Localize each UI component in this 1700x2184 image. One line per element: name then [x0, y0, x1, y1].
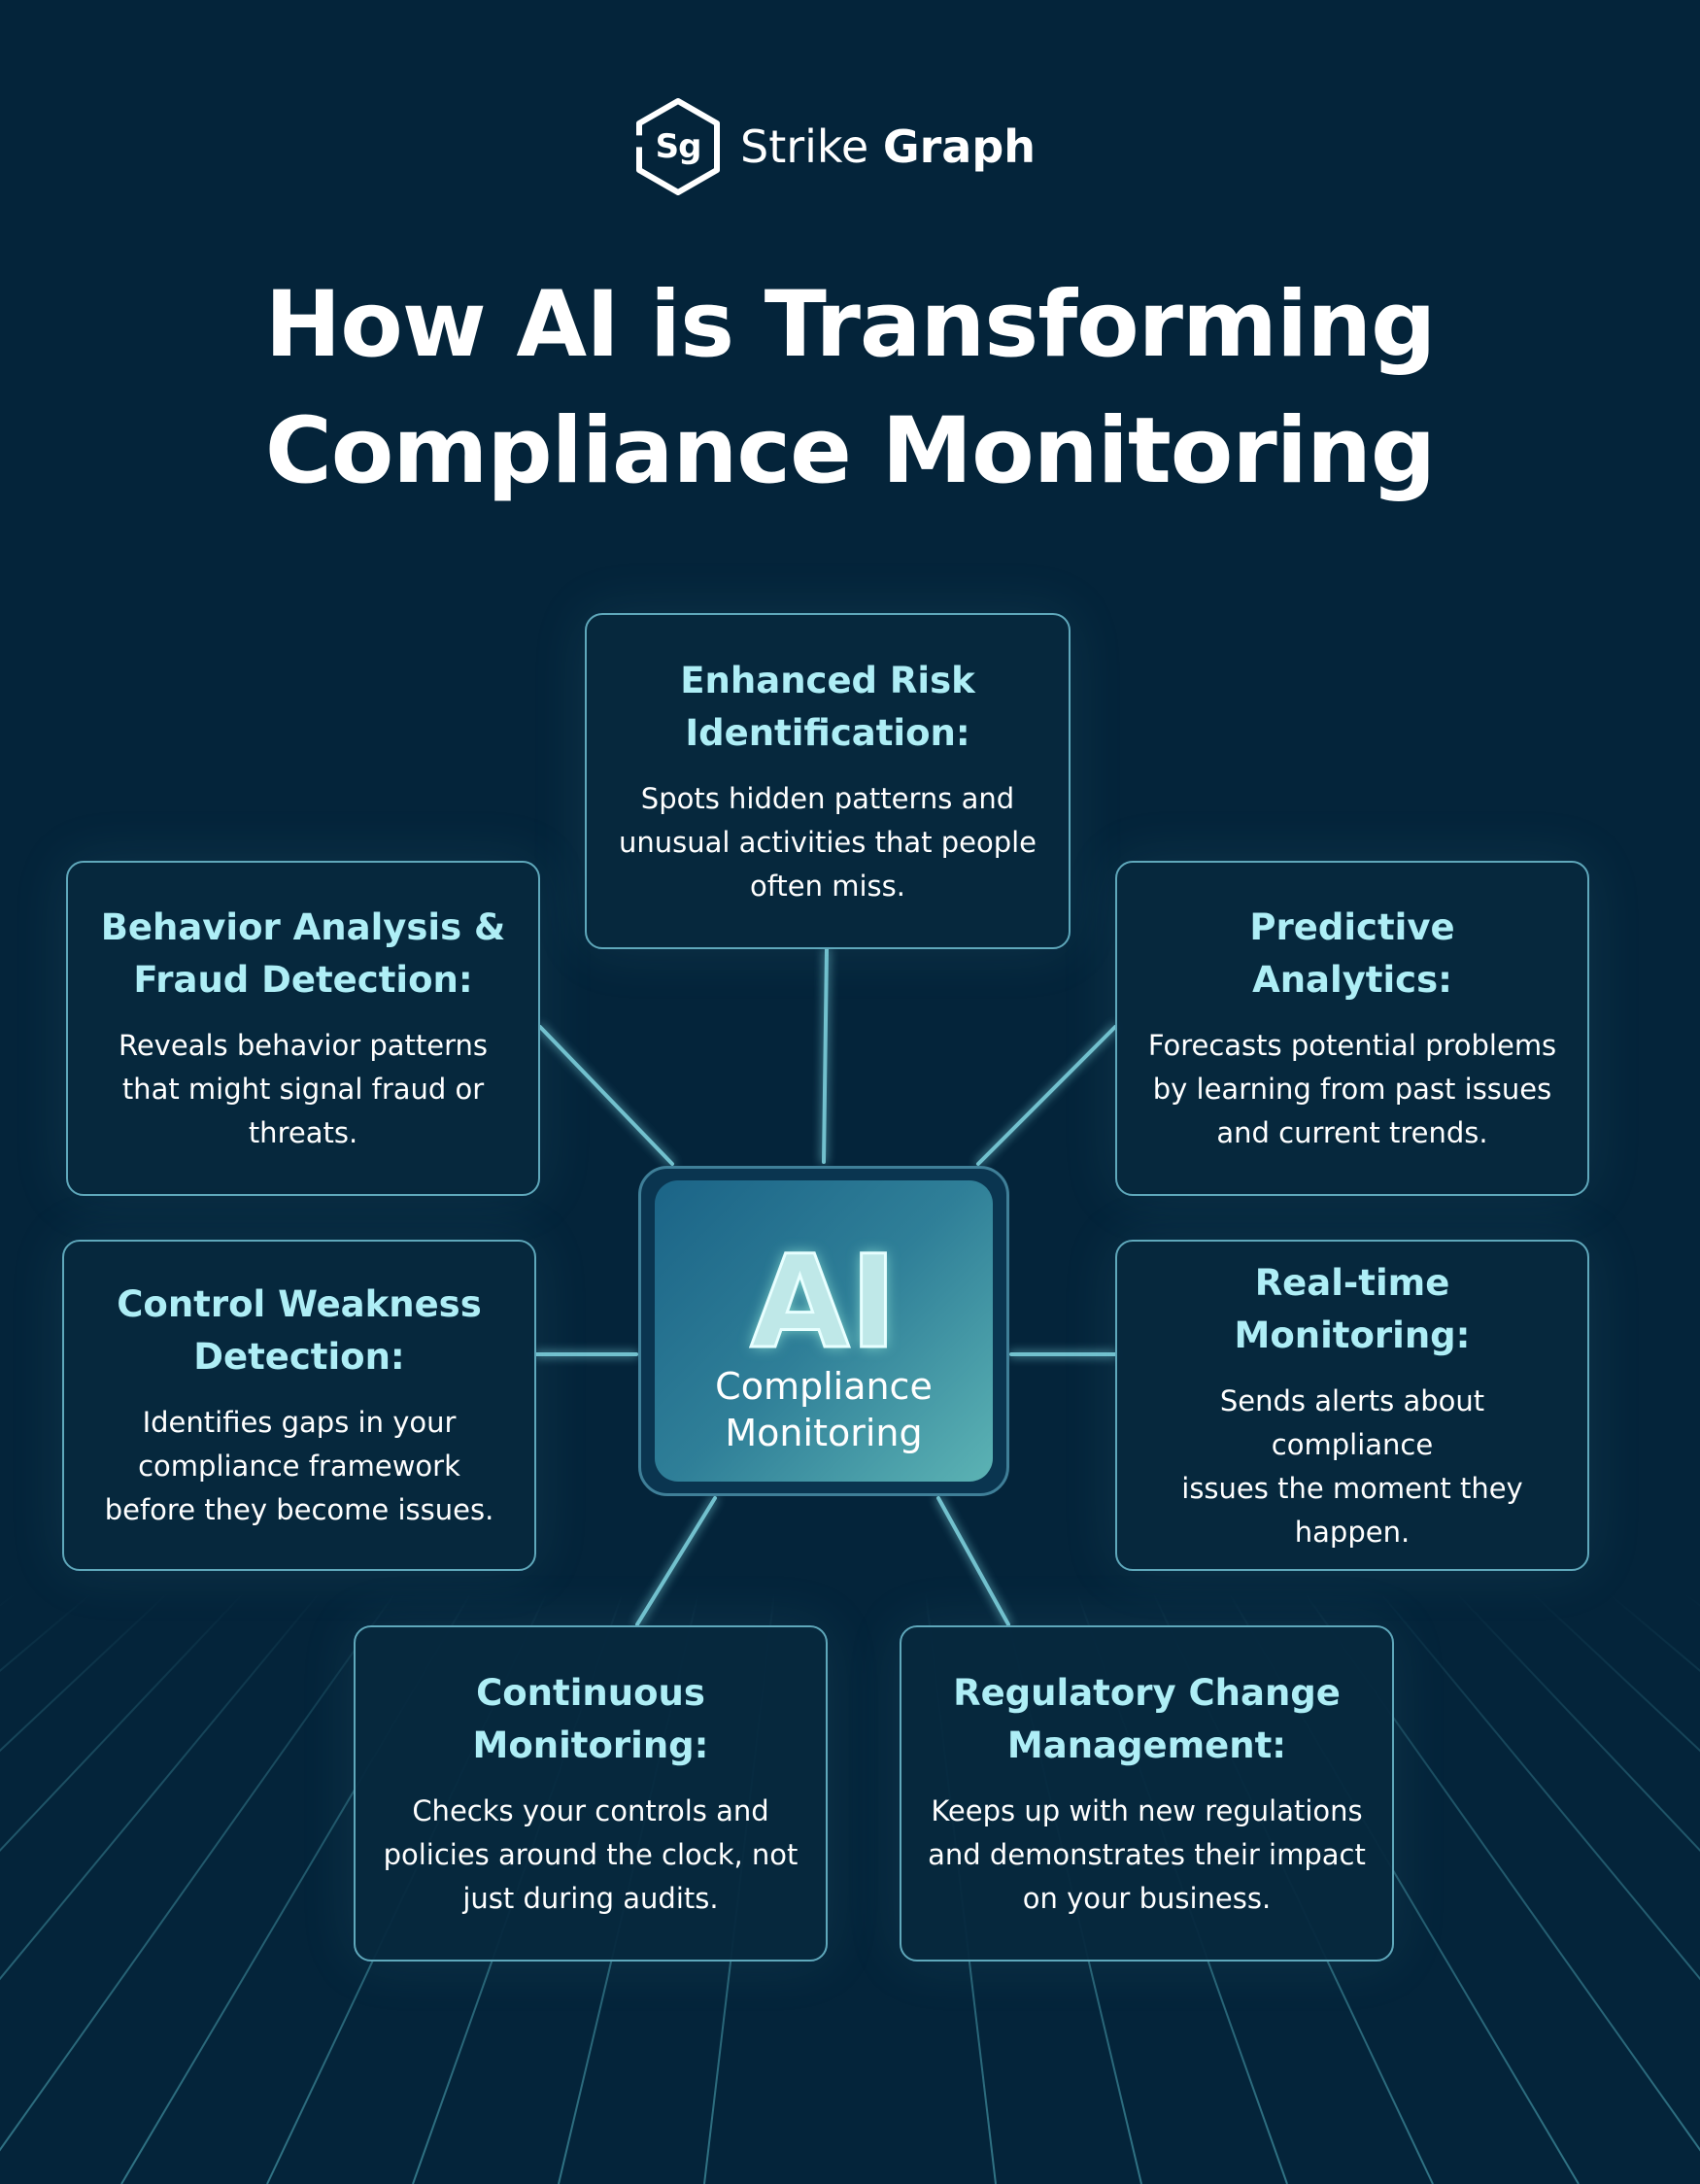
card-title: Continuous Monitoring:: [472, 1671, 709, 1766]
card-title: Regulatory Change Management:: [953, 1671, 1341, 1766]
brand-name-bold: Graph: [882, 120, 1037, 173]
brand-logo: Sg Strike Graph: [633, 97, 1036, 196]
card-continuous-monitoring: Continuous Monitoring: Checks your contr…: [354, 1625, 828, 1962]
background-grid-line: [1531, 1592, 1700, 1753]
card-description: Sends alerts about compliance issues the…: [1181, 1383, 1523, 1549]
hub-inner-panel: AI Compliance Monitoring: [655, 1180, 993, 1482]
hub-ai-text: AI: [749, 1228, 899, 1378]
title-line-1: How AI is Transforming: [264, 272, 1437, 378]
card-description: Identifies gaps in your compliance frame…: [104, 1406, 494, 1526]
card-title: Real-time Monitoring:: [1234, 1261, 1471, 1356]
title-line-2: Compliance Monitoring: [264, 398, 1436, 504]
connector-top-left: [538, 1025, 674, 1166]
card-description: Checks your controls and policies around…: [383, 1793, 799, 1915]
background-grid-line: [1455, 1592, 1700, 1853]
background-grid-line: [1379, 1592, 1700, 1981]
card-behavior-analysis: Behavior Analysis & Fraud Detection: Rev…: [66, 861, 540, 1196]
background-grid-line: [0, 1592, 245, 1853]
card-real-time-monitoring: Real-time Monitoring: Sends alerts about…: [1115, 1240, 1589, 1571]
connector-top-right: [976, 1025, 1117, 1166]
card-title: Enhanced Risk Identification:: [680, 659, 975, 754]
page-title: How AI is Transforming Compliance Monito…: [0, 262, 1700, 515]
card-description: Forecasts potential problems by learning…: [1147, 1029, 1557, 1149]
card-title: Predictive Analytics:: [1249, 906, 1455, 1001]
card-predictive-analytics: Predictive Analytics: Forecasts potentia…: [1115, 861, 1589, 1196]
hexagon-logo-icon: Sg: [633, 97, 723, 196]
connector-bottom-right: [936, 1496, 1010, 1626]
brand-name: Strike Graph: [740, 120, 1036, 173]
logo-initials: Sg: [655, 127, 702, 166]
hub-ai-compliance-monitoring: AI Compliance Monitoring: [638, 1166, 1009, 1496]
card-control-weakness-detection: Control Weakness Detection: Identifies g…: [62, 1240, 536, 1571]
background-grid-line: [0, 1592, 396, 2152]
hub-label: Compliance Monitoring: [715, 1365, 933, 1454]
card-description: Keeps up with new regulations and demons…: [928, 1793, 1366, 1915]
card-description: Reveals behavior patterns that might sig…: [118, 1029, 489, 1149]
connector-bottom-left: [635, 1496, 717, 1626]
connector-top: [822, 947, 829, 1164]
card-enhanced-risk-identification: Enhanced Risk Identification: Spots hidd…: [585, 613, 1071, 949]
brand-name-light: Strike: [740, 120, 869, 173]
card-title: Behavior Analysis & Fraud Detection:: [100, 906, 506, 1001]
background-grid-line: [0, 1592, 169, 1753]
card-title: Control Weakness Detection:: [117, 1283, 482, 1378]
card-regulatory-change-management: Regulatory Change Management: Keeps up w…: [900, 1625, 1394, 1962]
background-grid-line: [0, 1592, 321, 1981]
card-description: Spots hidden patterns and unusual activi…: [618, 781, 1037, 903]
